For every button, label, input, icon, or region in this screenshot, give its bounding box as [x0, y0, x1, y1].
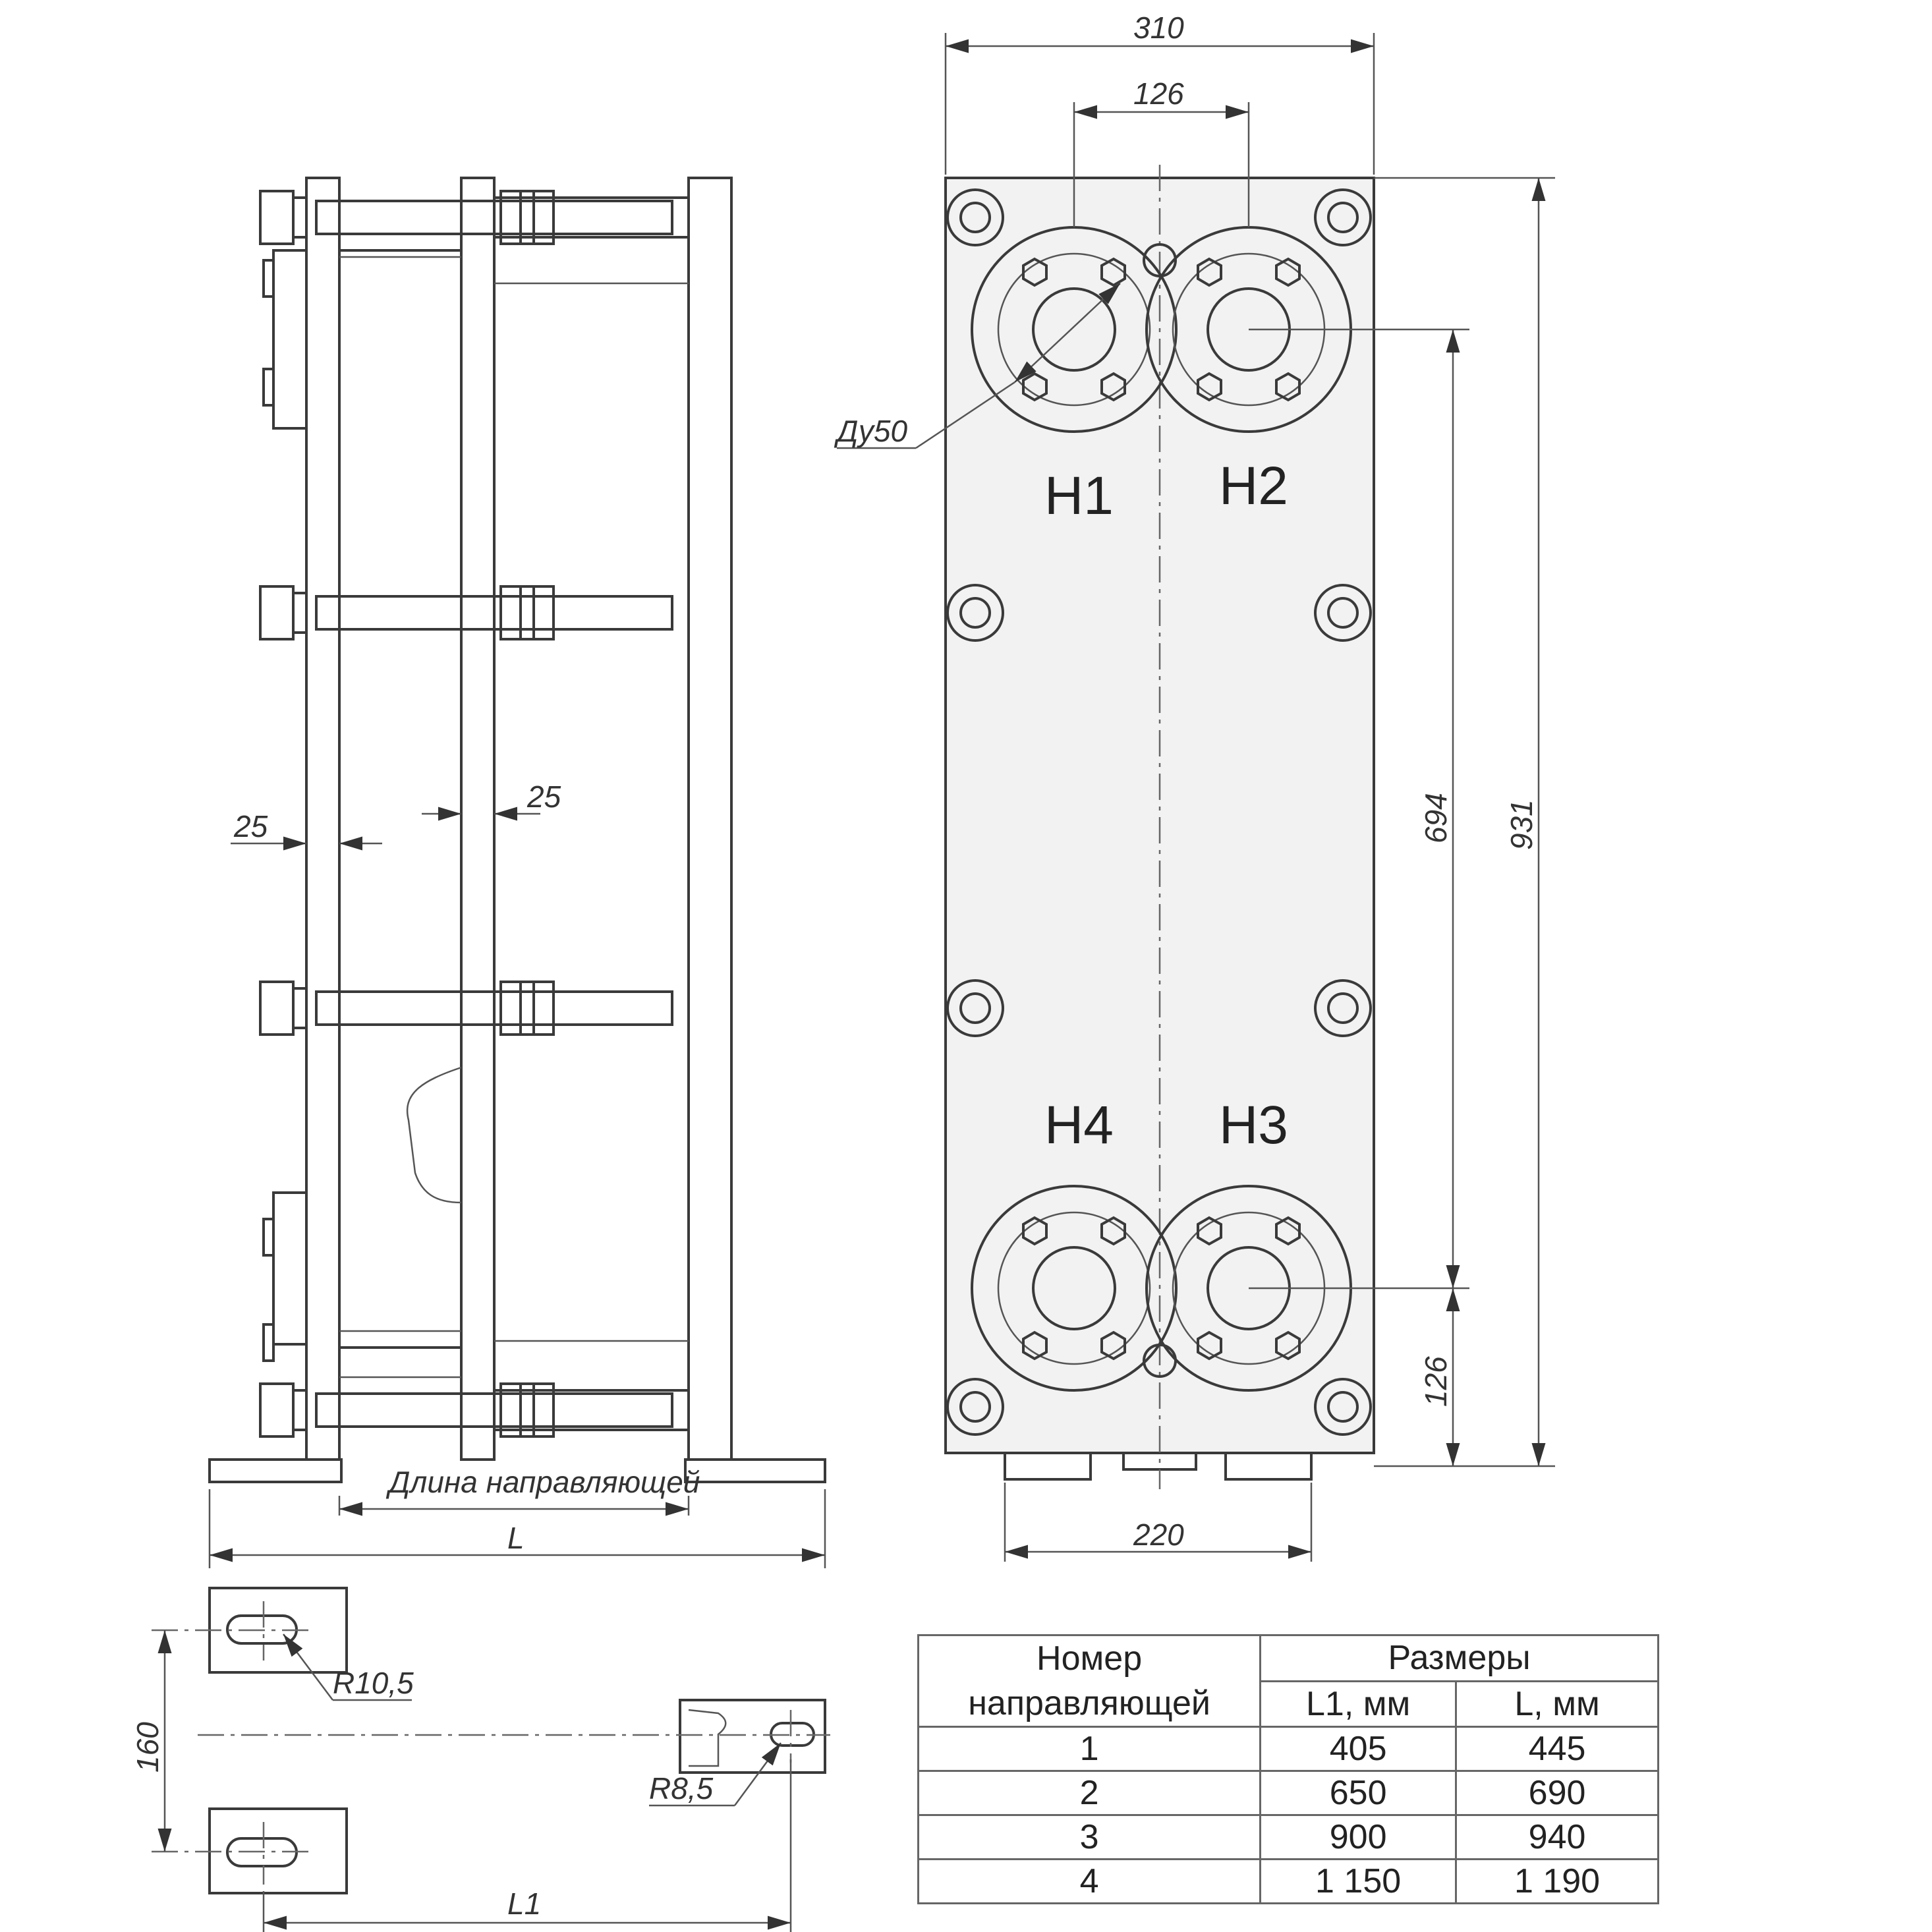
- tie-bolt-3: [259, 980, 673, 1036]
- port-label-h3: H3: [1219, 1095, 1288, 1155]
- dim-base-width: 220: [1133, 1518, 1184, 1552]
- port-label-h1: H1: [1044, 466, 1114, 526]
- cell-number: 2: [917, 1770, 1262, 1816]
- header-number: Номер направляющей: [917, 1634, 1262, 1728]
- cell-l1: 650: [1259, 1770, 1458, 1816]
- dim-nominal-diameter: Ду50: [834, 414, 907, 448]
- front-view-dimensions: 310 126 931 694 126 220 Ду50: [834, 11, 1555, 1562]
- dim-width-total: 310: [1133, 11, 1184, 45]
- front-view: H1 H2 H4 H3: [944, 165, 1375, 1489]
- cell-l: 445: [1455, 1726, 1659, 1772]
- cell-l1: 405: [1259, 1726, 1458, 1772]
- cell-number: 4: [917, 1858, 1262, 1904]
- bolt-holes: [946, 188, 1372, 1436]
- header-sizes: Размеры: [1259, 1634, 1659, 1682]
- dim-slot-radius-small: R8,5: [649, 1771, 714, 1805]
- cell-l: 690: [1455, 1770, 1659, 1816]
- cell-l1: 900: [1259, 1814, 1458, 1860]
- table-row: 4 1 150 1 190: [917, 1858, 1659, 1904]
- side-view: [208, 177, 826, 1483]
- table-row: 2 650 690: [917, 1770, 1659, 1816]
- header-l1: L1, мм: [1259, 1680, 1458, 1728]
- cell-l: 1 190: [1455, 1858, 1659, 1904]
- port-h4-flange: [971, 1185, 1178, 1392]
- table-row: 3 900 940: [917, 1814, 1659, 1860]
- dim-port-spacing-vertical: 694: [1419, 793, 1453, 843]
- dim-plate-left: 25: [233, 809, 268, 843]
- dimensions-table: Номер направляющей Размеры L1, мм L, мм …: [917, 1634, 1659, 1904]
- port-label-h2: H2: [1219, 456, 1288, 516]
- dim-port-spacing-top: 126: [1133, 76, 1184, 111]
- foot-plan-dimensions: 160 R10,5 R8,5 L1: [130, 1630, 792, 1932]
- dim-slot-radius-large: R10,5: [333, 1666, 414, 1700]
- dim-plate-right: 25: [526, 780, 561, 814]
- port-label-h4: H4: [1044, 1095, 1114, 1155]
- tie-bolt-2: [259, 585, 673, 640]
- tie-bolt-4: [259, 1382, 673, 1438]
- dim-height-total: 931: [1504, 799, 1539, 850]
- dim-guide-length: Длина направляющей: [385, 1465, 700, 1499]
- port-h1-flange: [971, 226, 1178, 433]
- table-row: 1 405 445: [917, 1726, 1659, 1772]
- dim-bottom-offset: 126: [1419, 1356, 1453, 1407]
- cell-l1: 1 150: [1259, 1858, 1458, 1904]
- side-view-dimensions: 25 25 Длина направляющей L: [208, 780, 826, 1568]
- header-l: L, мм: [1455, 1680, 1659, 1728]
- foot-plan-view: [152, 1587, 830, 1894]
- table-subheader-row: L1, мм L, мм: [919, 1680, 1659, 1728]
- dim-foot-length: L1: [507, 1887, 541, 1921]
- dim-foot-spacing: 160: [130, 1722, 165, 1773]
- cell-number: 1: [917, 1726, 1262, 1772]
- table-header-row: Номер направляющей Размеры: [917, 1634, 1659, 1728]
- dim-overall-length: L: [507, 1521, 525, 1555]
- cell-l: 940: [1455, 1814, 1659, 1860]
- cell-number: 3: [917, 1814, 1262, 1860]
- tie-bolt-1: [259, 190, 673, 245]
